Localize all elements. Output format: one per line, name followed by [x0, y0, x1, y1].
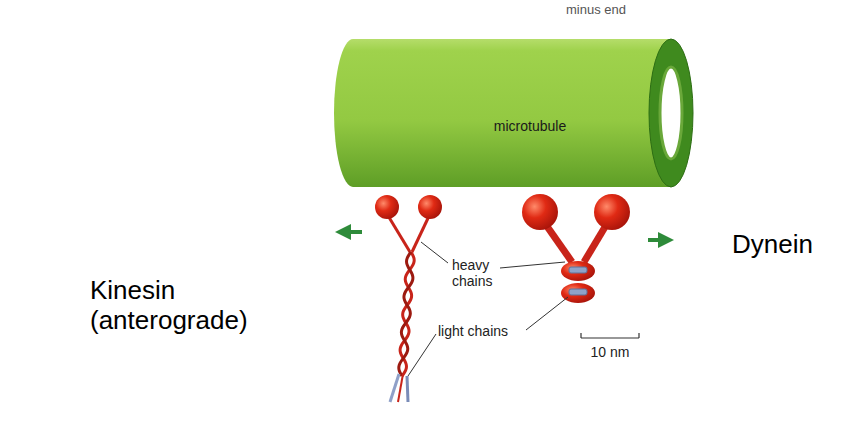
motor-name: Kinesin (anterograde): [90, 276, 300, 336]
scale-bar: [581, 333, 639, 338]
leader-line: [408, 242, 568, 376]
part-label: heavy chains: [452, 257, 504, 289]
direction-arrow: [343, 230, 362, 234]
kinesin-motor: [375, 195, 442, 402]
direction-arrow: [648, 238, 666, 242]
end-label: minus end: [566, 3, 626, 18]
motor-name: Dynein: [732, 230, 813, 260]
cylinder-outline: [333, 38, 695, 188]
structure-label: microtubule: [494, 118, 566, 134]
dynein-motor: [522, 194, 630, 303]
part-label: light chains: [438, 323, 508, 339]
scale-label: 10 nm: [591, 344, 630, 360]
microtubule-cylinder: microtubule: [333, 38, 695, 188]
